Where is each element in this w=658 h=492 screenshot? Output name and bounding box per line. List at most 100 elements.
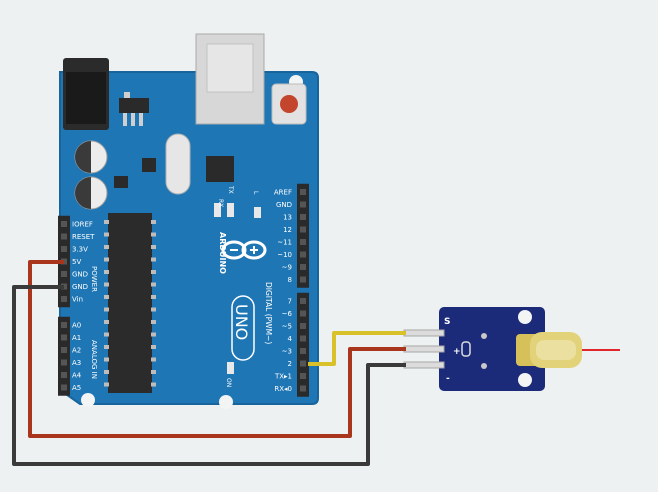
header-pin-socket[interactable] [61,233,67,240]
power-on-label: ON [225,378,232,387]
module-component [461,341,471,357]
chip-leg [104,295,109,299]
solder-pad [481,363,487,369]
chip-leg [104,270,109,274]
pin-label: A4 [72,372,82,380]
chip-leg [104,382,109,387]
laser-sensor-module[interactable]: S + - [439,307,582,391]
chip-leg [104,307,109,312]
power-jack-icon [63,58,109,130]
header-pin-socket[interactable] [300,360,306,367]
mounting-hole [518,373,532,387]
mounting-hole [219,395,233,409]
header-pin-socket[interactable] [61,334,67,341]
pin-label: TX▸1 [274,373,292,381]
header-pin-socket[interactable] [61,246,67,252]
pin-label: ~6 [282,310,293,318]
chip-leg [151,370,156,374]
pin-header-body [297,183,309,288]
header-pin-socket[interactable] [61,359,67,366]
wire-power[interactable] [28,260,406,438]
pin-label: RESET [72,233,95,241]
led-rx-label: RX [217,199,224,207]
wire-ground[interactable] [12,285,406,466]
header-pin-socket[interactable] [300,226,306,233]
chip-leg [151,345,156,349]
mounting-hole [81,393,95,407]
pin-header-body [58,316,70,396]
header-pin-socket[interactable] [300,373,306,379]
header-pin-socket[interactable] [61,221,67,227]
pin-header-body [297,292,309,397]
reset-button-icon[interactable] [271,83,307,125]
header-pin-socket[interactable] [300,385,306,392]
led-l-label: L [252,191,259,195]
pin-label: 7 [288,298,292,306]
header-pin-socket[interactable] [300,310,306,317]
chip-leg [151,220,156,224]
pin-label: 4 [288,335,293,343]
chip-leg [151,382,156,387]
chip-leg [104,232,109,237]
pin-label: A0 [72,322,81,330]
chip-leg [151,257,156,262]
power-header-label: POWER [90,266,98,292]
voltage-regulator [119,92,149,126]
header-pin-socket[interactable] [300,276,306,283]
chip-leg [151,282,156,287]
pin-label: ~11 [277,239,292,247]
header-pin-socket[interactable] [300,264,306,270]
pin-label: ~3 [282,348,292,356]
header-pin-socket[interactable] [61,271,67,277]
pin-label: GND [276,201,292,209]
model-badge: UNO [231,295,255,361]
header-pin-socket[interactable] [61,347,67,353]
header-pin-socket[interactable] [300,298,306,304]
chip-leg [151,245,156,249]
header-pin-socket[interactable] [300,251,306,258]
pin-label: 5V [72,258,81,266]
header-pin-socket[interactable] [61,384,67,391]
header-pin-socket[interactable] [300,335,306,342]
header-pin-socket[interactable] [61,322,67,328]
header-pin-socket[interactable] [300,323,306,329]
brand-label: ARDUINO [218,232,227,274]
pin-label: RX◂0 [274,385,292,393]
chip-leg [104,345,109,349]
header-pin-socket[interactable] [300,201,306,208]
pin-label: 2 [288,360,292,368]
header-pin-socket[interactable] [300,189,306,195]
header-pin-socket[interactable] [300,214,306,220]
module-pin-label-signal: S [444,317,450,327]
digital-pin-header-bottom[interactable]: 7 ~6 ~5 4 ~3 2TX▸1RX◂0 [274,292,309,397]
pin-label: ~5 [282,323,292,331]
chip-leg [151,232,156,237]
pin-label: A5 [72,384,81,392]
chip-leg [104,245,109,249]
header-pin-socket[interactable] [61,296,67,302]
power-on-led [227,362,234,374]
pin-label: A2 [72,347,81,355]
module-pcb [439,307,545,391]
header-pin-socket[interactable] [300,348,306,354]
header-pin-socket[interactable] [300,239,306,245]
chip-leg [104,282,109,287]
arduino-board[interactable]: RX TX L ARDUINO UNO DIGITAL (PWM~) ON PO… [58,33,319,409]
model-label: UNO [232,304,251,340]
chip-leg [151,357,156,362]
pin-label: A1 [72,334,81,342]
wire-signal[interactable] [308,331,406,366]
solder-pad [481,333,487,339]
mounting-hole [518,310,532,324]
pin-label: GND [72,283,88,291]
pin-label: 3.3V [72,246,88,254]
smd-chip [142,158,156,172]
header-pin-socket[interactable] [61,372,67,378]
pin-label: 8 [288,276,292,284]
pin-label: A3 [72,359,81,367]
module-pin-label-vcc: + [453,347,461,357]
